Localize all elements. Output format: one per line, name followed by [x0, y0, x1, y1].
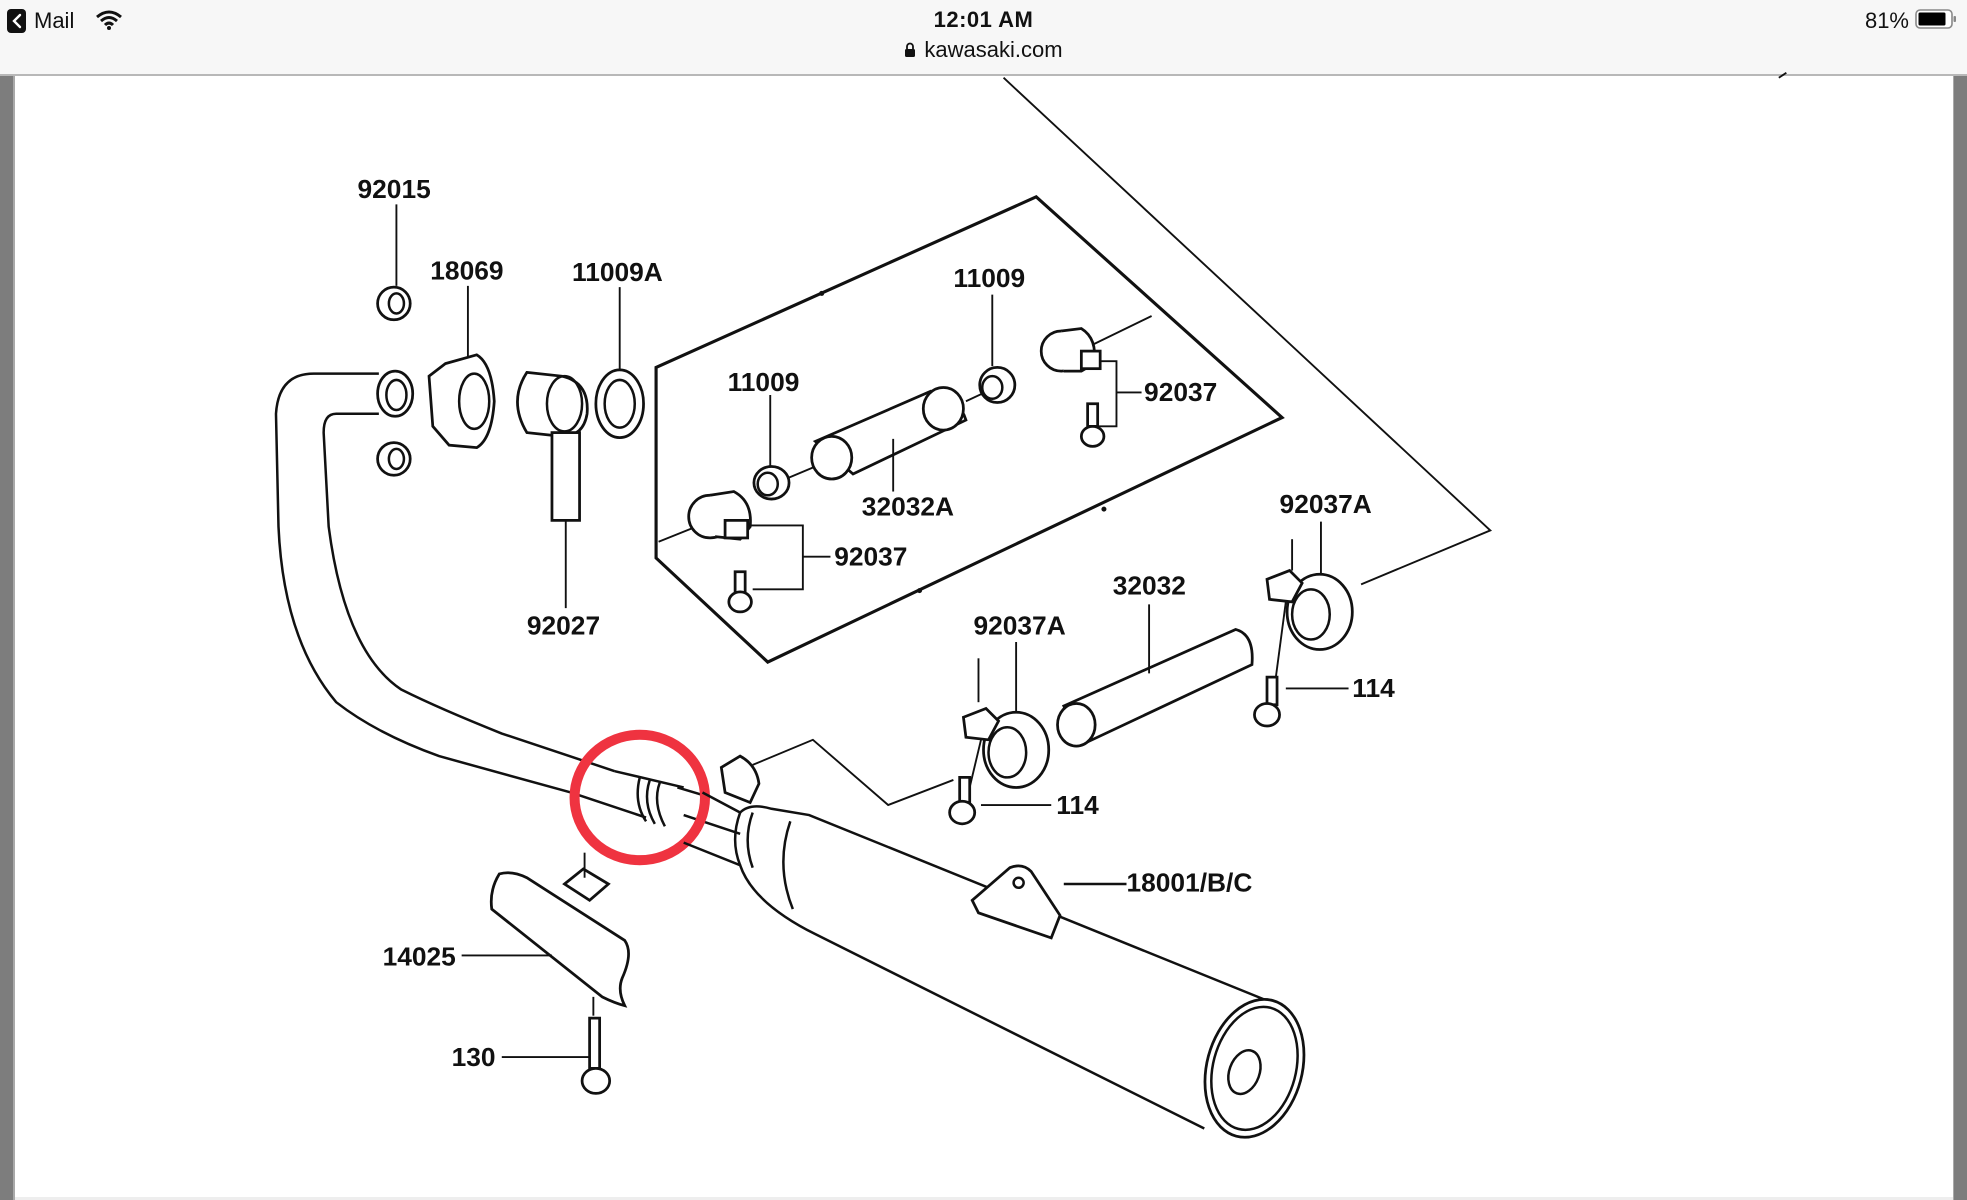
exhaust-pipe [274, 369, 684, 819]
highlight-circle[interactable] [569, 729, 711, 866]
battery-icon [1915, 9, 1957, 29]
back-to-mail-button[interactable]: Mail [7, 8, 74, 34]
clock: 12:01 AM [933, 7, 1034, 32]
part-11009-right[interactable]: 11009 [953, 263, 1025, 404]
label-11009A[interactable]: 11009A [572, 257, 663, 287]
wifi-icon [96, 10, 122, 35]
part-92037A-upper[interactable]: 92037A 114 [1253, 489, 1395, 728]
label-114-upper[interactable]: 114 [1352, 673, 1395, 703]
label-14025[interactable]: 14025 [383, 942, 456, 972]
pipe-nipple [719, 738, 954, 807]
url-bar[interactable]: kawasaki.com [0, 37, 1967, 64]
lock-icon [904, 38, 916, 64]
part-92037A-lower[interactable]: 92037A 114 [948, 610, 1099, 826]
label-11009-right[interactable]: 11009 [953, 263, 1025, 293]
label-92037A-upper[interactable]: 92037A [1280, 489, 1372, 519]
label-18001[interactable]: 18001/B/C [1127, 868, 1253, 898]
part-32032A[interactable]: 32032A [810, 386, 968, 521]
battery-percent: 81% [1864, 8, 1909, 33]
part-14025[interactable]: 14025 130 [383, 852, 630, 1095]
label-32032A[interactable]: 32032A [862, 491, 954, 521]
part-92027[interactable]: 92027 [516, 370, 600, 640]
label-18069[interactable]: 18069 [430, 256, 503, 286]
status-bar: Mail 12:01 AM kawasaki.com 81% [0, 0, 1967, 76]
url-text: kawasaki.com [924, 37, 1063, 62]
label-11009-left[interactable]: 11009 [728, 367, 800, 397]
part-32032[interactable]: 32032 [1056, 570, 1254, 748]
part-11009A[interactable]: 11009A [572, 257, 663, 439]
muffler [683, 791, 1306, 1139]
scrollbar-right-gutter [1953, 76, 1967, 1200]
pipe-joint [636, 777, 741, 836]
back-app-label: Mail [34, 8, 75, 33]
part-11009-left[interactable]: 11009 [728, 367, 800, 501]
part-92037-right[interactable]: 92037 [1039, 327, 1217, 448]
label-114-lower[interactable]: 114 [1056, 790, 1099, 820]
reference-line-top [1002, 77, 1493, 586]
scrollbar-left-gutter [0, 76, 15, 1200]
label-92015[interactable]: 92015 [358, 174, 431, 204]
part-18069[interactable]: 18069 [427, 256, 504, 450]
label-32032[interactable]: 32032 [1113, 570, 1186, 600]
label-92037-left[interactable]: 92037 [834, 542, 907, 572]
label-92037A-lower[interactable]: 92037A [973, 610, 1065, 640]
part-92015[interactable]: 92015 [358, 174, 431, 477]
label-92027[interactable]: 92027 [527, 610, 600, 640]
bottom-edge [15, 1197, 1953, 1200]
label-130[interactable]: 130 [452, 1042, 496, 1072]
label-92037-right[interactable]: 92037 [1144, 377, 1217, 407]
back-chevron-icon [7, 9, 26, 33]
